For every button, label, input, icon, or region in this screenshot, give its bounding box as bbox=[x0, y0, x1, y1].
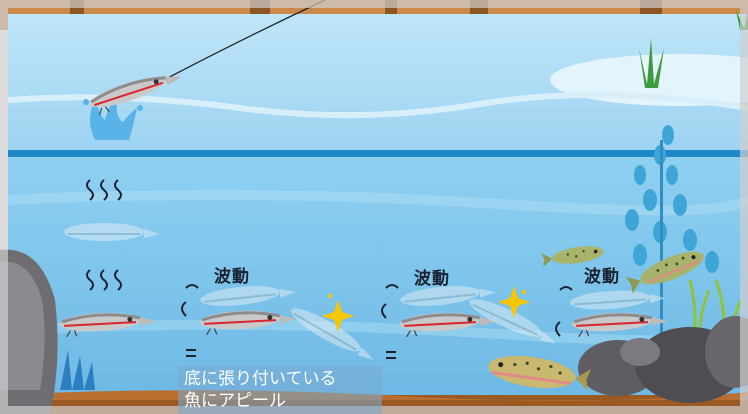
wave-label-1: 波動 bbox=[214, 267, 250, 287]
trout-icon bbox=[488, 246, 704, 391]
fishing-line-icon bbox=[159, 0, 326, 83]
rock-icon bbox=[578, 316, 748, 403]
caption-line-2: 魚にアピール bbox=[184, 391, 286, 411]
splash-icon bbox=[83, 98, 143, 140]
grass-icon bbox=[60, 350, 95, 390]
sparkle-icon bbox=[322, 286, 530, 332]
caption-line-1: 底に張り付いている bbox=[184, 369, 337, 389]
wave-label-2: 波動 bbox=[414, 269, 450, 289]
seaweed-icon bbox=[625, 125, 719, 370]
ripple-icon bbox=[86, 179, 122, 291]
caption-box: 底に張り付いている 魚にアピール bbox=[178, 366, 382, 414]
water-surface-line bbox=[8, 150, 748, 157]
wave-label-3: 波動 bbox=[584, 267, 620, 287]
